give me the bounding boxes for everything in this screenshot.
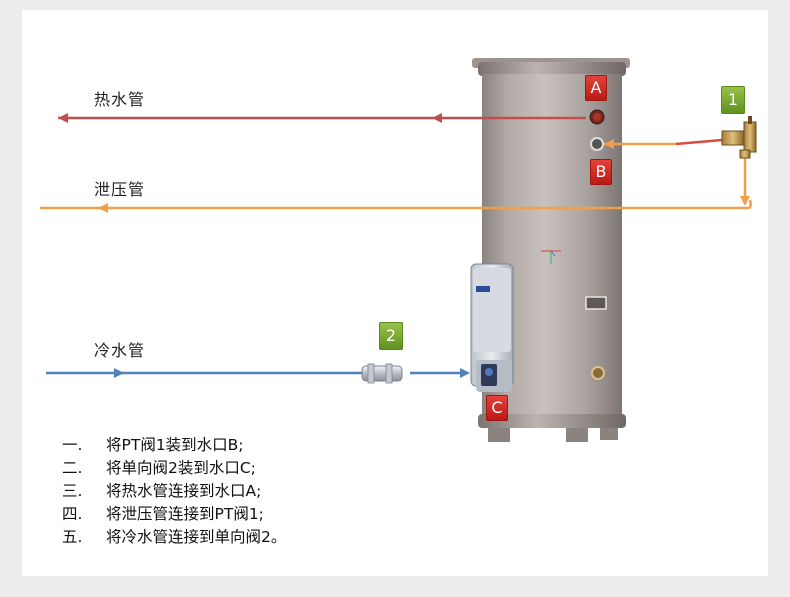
step-number: 二. bbox=[62, 459, 83, 477]
step-item: 五. 将冷水管连接到单向阀2。 bbox=[62, 526, 286, 549]
step-text: 将单向阀2装到水口C; bbox=[106, 459, 256, 477]
step-number: 一. bbox=[62, 436, 83, 454]
check-valve bbox=[361, 363, 403, 384]
step-item: 四. 将泄压管连接到PT阀1; bbox=[62, 503, 286, 526]
step-item: 二. 将单向阀2装到水口C; bbox=[62, 457, 286, 480]
diagram-panel bbox=[22, 10, 768, 576]
hot-water-pipe-label: 热水管 bbox=[94, 90, 146, 109]
pt-valve-badge: 1 bbox=[721, 86, 745, 114]
step-number: 四. bbox=[62, 505, 83, 523]
step-text: 将冷水管连接到单向阀2。 bbox=[106, 528, 287, 546]
step-number: 五. bbox=[62, 528, 83, 546]
pressure-relief-pipe-label: 泄压管 bbox=[94, 180, 146, 199]
cold-water-pipe-label: 冷水管 bbox=[94, 341, 146, 360]
installation-steps: 一. 将PT阀1装到水口B; 二. 将单向阀2装到水口C; 三. 将热水管连接到水口A… bbox=[62, 434, 286, 549]
port-b-badge: B bbox=[590, 159, 612, 185]
pt-valve bbox=[721, 116, 757, 159]
pt-port-b bbox=[590, 137, 604, 151]
cold-water-pipe bbox=[46, 368, 470, 378]
check-valve-badge: 2 bbox=[379, 322, 403, 350]
pressure-relief-pipe bbox=[40, 138, 752, 213]
step-item: 一. 将PT阀1装到水口B; bbox=[62, 434, 286, 457]
step-text: 将热水管连接到水口A; bbox=[106, 482, 262, 500]
port-c-badge: C bbox=[486, 395, 508, 421]
step-item: 三. 将热水管连接到水口A; bbox=[62, 480, 286, 503]
port-a-badge: A bbox=[585, 75, 607, 101]
water-heater-tank bbox=[470, 58, 630, 442]
step-text: 将泄压管连接到PT阀1; bbox=[106, 505, 264, 523]
step-text: 将PT阀1装到水口B; bbox=[106, 436, 244, 454]
step-number: 三. bbox=[62, 482, 83, 500]
hot-water-pipe bbox=[58, 113, 586, 123]
